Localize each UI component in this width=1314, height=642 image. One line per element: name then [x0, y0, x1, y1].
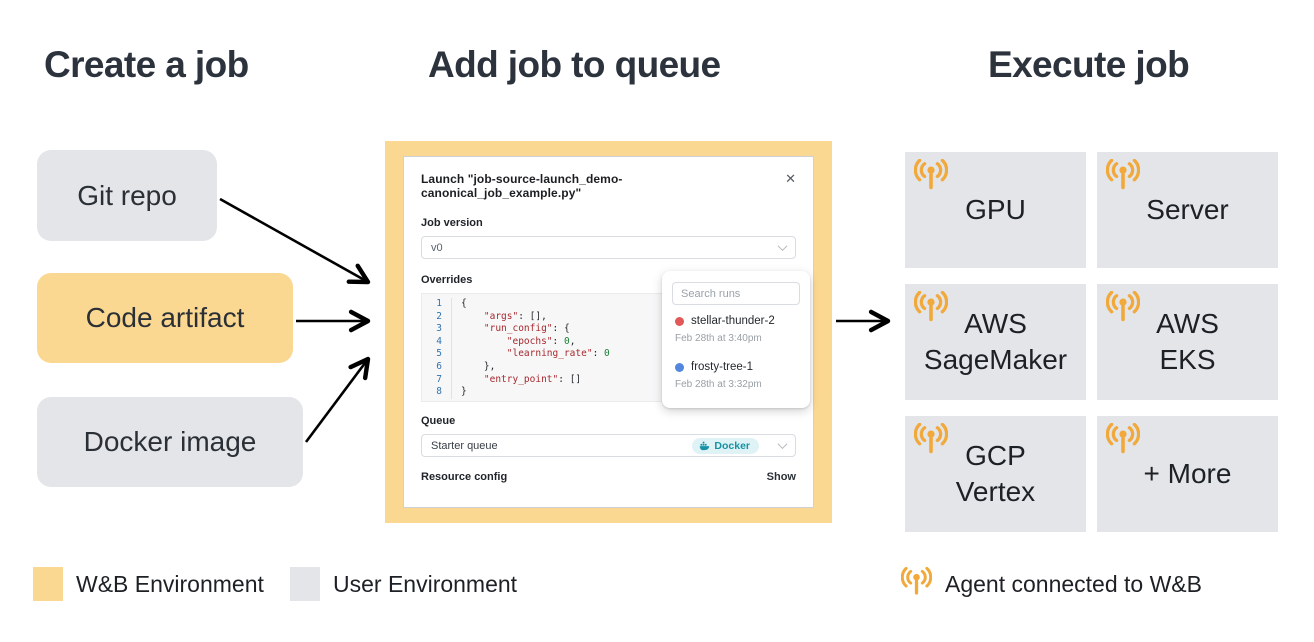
code-artifact-box: Code artifact	[37, 273, 293, 363]
arrow-git-to-dialog	[219, 197, 371, 285]
job-version-value: v0	[431, 241, 443, 254]
code-line: 5 "learning_rate": 0	[422, 348, 795, 361]
execute-target-label: + More	[1143, 457, 1232, 489]
heading-execute-job: Execute job	[988, 44, 1190, 85]
user-environment-swatch	[290, 567, 320, 601]
antenna-icon	[1106, 159, 1140, 196]
execute-target-server: Server	[1097, 152, 1278, 268]
run-timestamp: Feb 28th at 3:40pm	[675, 333, 762, 344]
overrides-label: Overrides	[421, 273, 473, 286]
arrow-docker-to-dialog	[304, 356, 371, 443]
job-version-select[interactable]: v0	[421, 236, 796, 259]
execute-target-label: Vertex	[955, 476, 1036, 507]
antenna-icon	[901, 567, 932, 601]
dialog-title: Launch "job-source-launch_demo-canonical…	[421, 172, 623, 200]
execute-target-gpu: GPU	[905, 152, 1086, 268]
code-line: 4 "epochs": 0,	[422, 335, 795, 349]
heading-add-to-queue: Add job to queue	[428, 44, 721, 85]
code-line: 6 },	[422, 360, 795, 374]
antenna-icon	[1106, 291, 1140, 328]
code-line: 2 "args": [],	[422, 310, 795, 324]
code-artifact-label: Code artifact	[85, 302, 245, 333]
execute-target-label: GCP	[965, 439, 1026, 471]
chevron-down-icon	[777, 439, 788, 450]
wandb-environment-swatch	[33, 567, 63, 601]
antenna-icon	[914, 159, 948, 196]
run-state-dot	[675, 316, 684, 326]
git-repo-box: Git repo	[37, 150, 217, 241]
execute-target-label: GPU	[965, 193, 1026, 225]
legend-user-environment: User Environment	[290, 565, 517, 603]
code-line: 8}	[422, 386, 795, 399]
job-version-label: Job version	[421, 217, 483, 229]
execute-target-label: EKS	[1159, 344, 1216, 375]
antenna-icon	[914, 423, 948, 460]
execute-target-aws-sagemaker: AWS SageMaker	[905, 284, 1086, 400]
queue-select[interactable]: Starter queue Docker	[421, 434, 796, 457]
execute-target-label: Server	[1146, 193, 1229, 225]
run-state-dot	[675, 362, 684, 372]
dialog-header: Launch "job-source-launch_demo-canonical…	[421, 172, 796, 200]
chevron-down-icon	[777, 241, 788, 252]
git-repo-label: Git repo	[77, 179, 177, 211]
code-line: 3 "run_config": {	[422, 323, 795, 336]
user-environment-label: User Environment	[333, 570, 518, 597]
close-icon[interactable]: ✕	[785, 171, 796, 186]
execute-target-gcp-vertex: GCP Vertex	[905, 416, 1086, 532]
queue-value: Starter queue	[431, 439, 498, 452]
resource-config-label: Resource config	[421, 471, 508, 483]
docker-image-label: Docker image	[83, 426, 257, 457]
code-line: 1{	[422, 298, 795, 311]
docker-whale-icon	[700, 441, 710, 450]
heading-create-job: Create a job	[44, 44, 249, 85]
queue-label: Queue	[421, 415, 456, 427]
search-runs-input[interactable]	[672, 282, 800, 305]
execute-target-label: AWS	[1156, 307, 1219, 339]
execute-target-label: AWS	[964, 307, 1027, 339]
antenna-icon	[914, 291, 948, 328]
agent-connected-label: Agent connected to W&B	[945, 570, 1202, 597]
wandb-environment-label: W&B Environment	[76, 570, 264, 597]
execute-target-aws-eks: AWS EKS	[1097, 284, 1278, 400]
run-name: stellar-thunder-2	[691, 315, 775, 327]
docker-badge-label: Docker	[714, 439, 750, 452]
docker-image-box: Docker image	[37, 397, 303, 487]
legend-agent-connected: Agent connected to W&B	[901, 565, 1202, 603]
execute-targets-grid: GPU Server AWS SageMaker AWS EKS	[905, 152, 1278, 532]
execute-target-label: SageMaker	[923, 344, 1068, 375]
docker-badge: Docker	[692, 437, 759, 454]
legend-wandb-environment: W&B Environment	[33, 565, 264, 603]
execute-target-more: + More	[1097, 416, 1278, 532]
run-name: frosty-tree-1	[691, 361, 753, 373]
run-timestamp: Feb 28th at 3:32pm	[675, 379, 762, 390]
code-line: 7 "entry_point": []	[422, 373, 795, 387]
antenna-icon	[1106, 423, 1140, 460]
show-link[interactable]: Show	[766, 471, 796, 483]
